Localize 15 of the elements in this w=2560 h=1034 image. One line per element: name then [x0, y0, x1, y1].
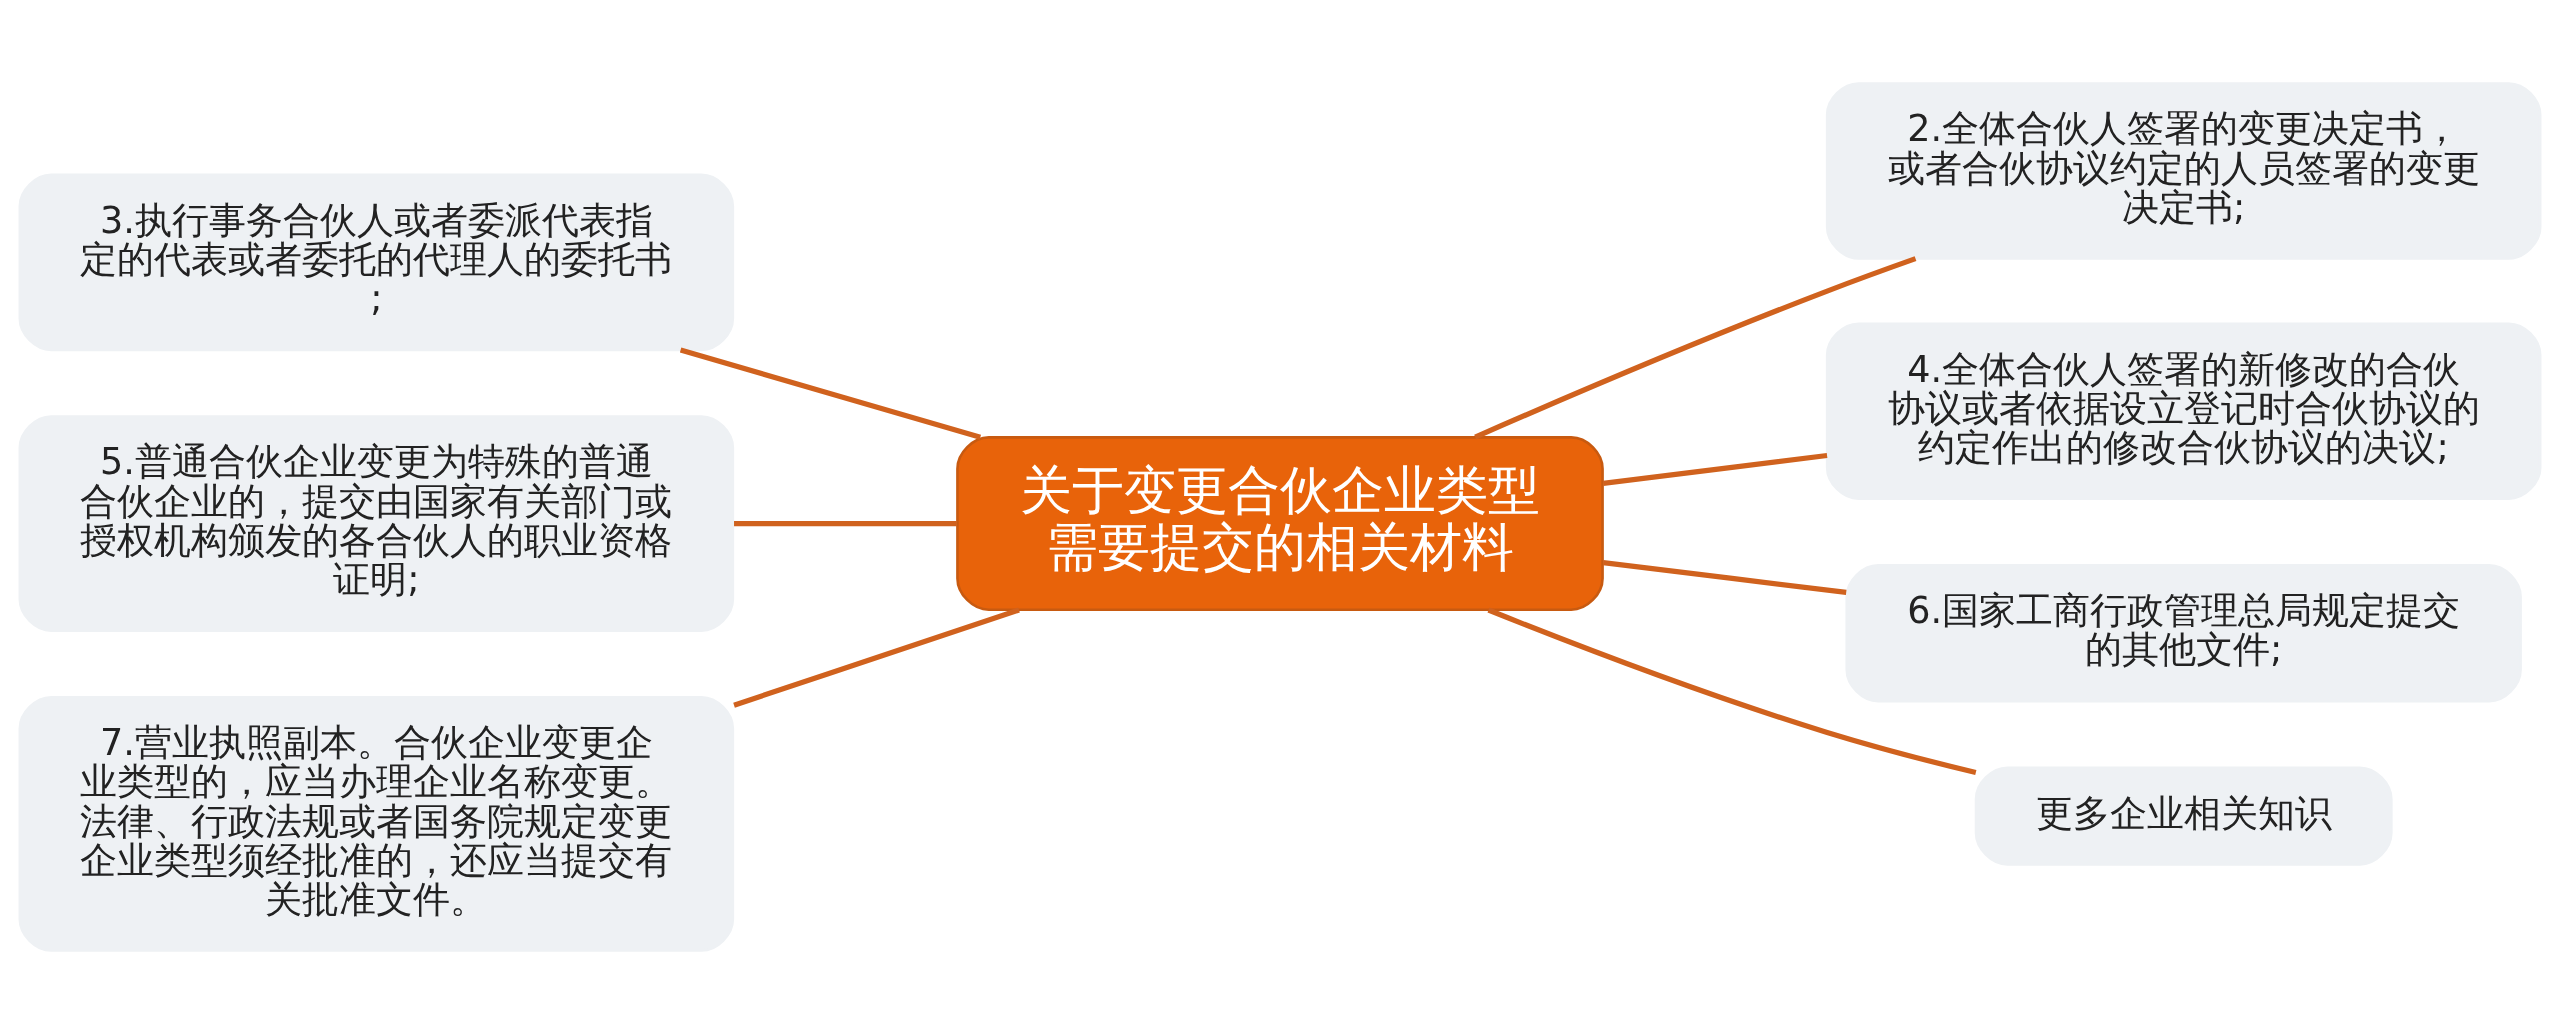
connector [679, 347, 982, 440]
connector [733, 607, 1020, 708]
connector [734, 520, 957, 527]
connector [1602, 452, 1828, 487]
node-box: 7.营业执照副本。合伙企业变更企业类型的，应当办理企业名称变更。法律、行政法规或者国务院规定变更企业类型须经批准的，还应当提交有关批准文件。 [18, 695, 735, 952]
node-box: 2.全体合伙人签署的变更决定书，或者合伙协议约定的人员签署的变更决定书; [1825, 82, 2542, 260]
node-box: 3.执行事务合伙人或者委派代表指定的代表或者委托的代理人的委托书; [18, 173, 735, 352]
connector [1487, 607, 1977, 776]
node-box: 6.国家工商行政管理总局规定提交的其他文件; [1845, 564, 2522, 703]
node-box: 5.普通合伙企业变更为特殊的普通合伙企业的，提交由国家有关部门或授权机构颁发的各合伙人的职业资格证明; [18, 415, 735, 632]
connector [1602, 560, 1847, 595]
node-box: 4.全体合伙人签署的新修改的合伙协议或者依据设立登记时合伙协议的约定作出的修改合伙协议的决议; [1825, 322, 2542, 501]
node-box: 更多企业相关知识 [1974, 766, 2393, 866]
connector [1474, 256, 1917, 440]
node-box: 关于变更合伙企业类型需要提交的相关材料 [956, 436, 1604, 612]
